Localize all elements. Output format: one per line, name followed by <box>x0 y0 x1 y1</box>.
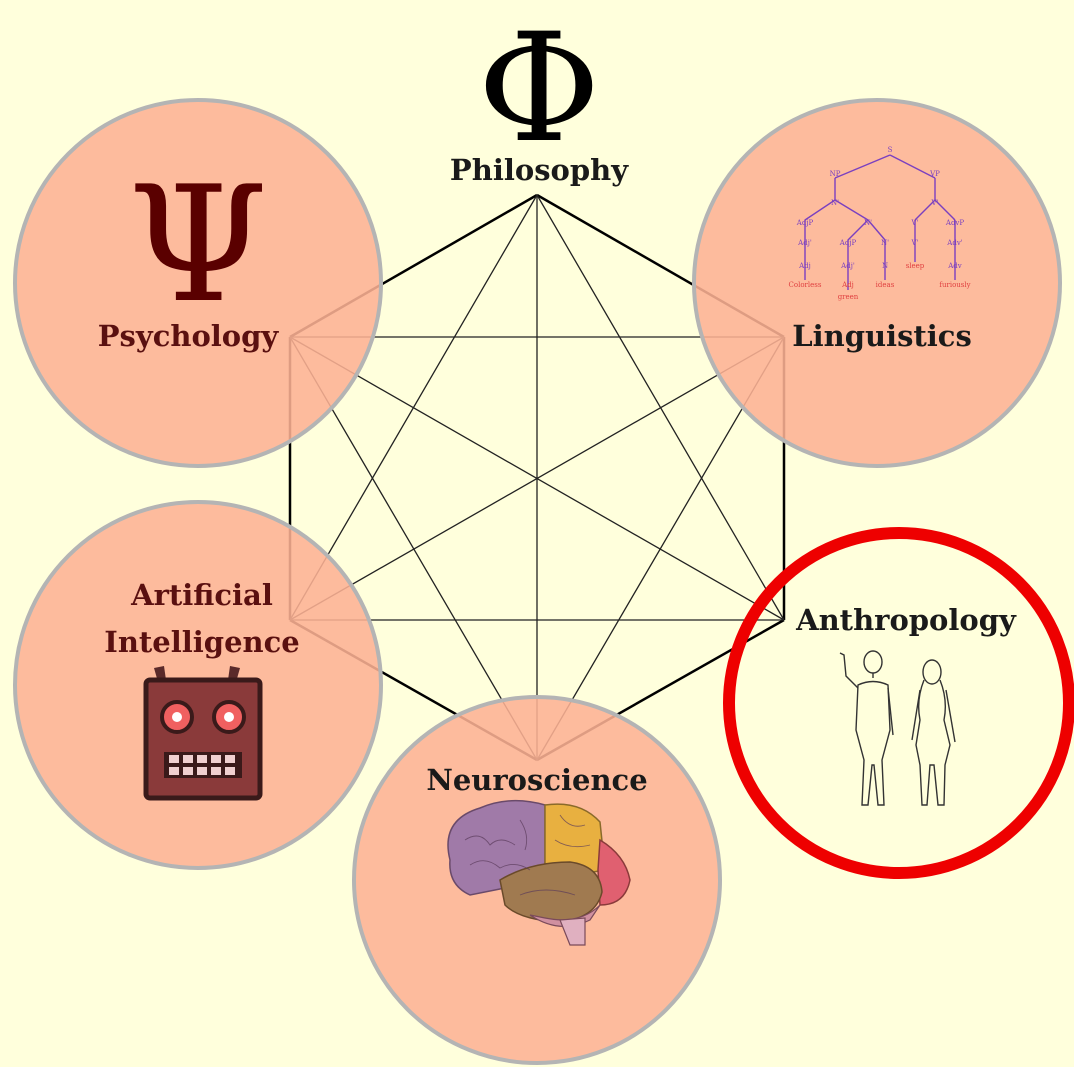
svg-text:furiously: furiously <box>939 281 970 289</box>
svg-text:V': V' <box>911 239 919 247</box>
human-figures-icon <box>839 650 956 806</box>
highlight-ring <box>723 527 1074 879</box>
svg-text:N': N' <box>831 199 839 207</box>
svg-text:V': V' <box>931 199 939 207</box>
linguistics-node: S NP VP N' V' AdjP N' V' AdvP Adj' AdjP N' V' A… <box>789 146 972 353</box>
svg-text:Adj: Adj <box>798 262 811 270</box>
svg-text:Adv: Adv <box>947 262 962 270</box>
ai-label-line2: Intelligence <box>104 625 299 659</box>
linguistics-circle <box>692 98 1062 468</box>
svg-text:AdjP: AdjP <box>796 219 814 227</box>
svg-text:V': V' <box>911 219 919 227</box>
svg-text:VP: VP <box>929 170 940 178</box>
anthropology-node: Anthropology <box>723 527 1074 879</box>
diagonal-line <box>289 336 785 621</box>
anthropology-label: Anthropology <box>795 603 1017 637</box>
neuroscience-node: Neuroscience <box>426 763 648 946</box>
svg-text:Colorless: Colorless <box>789 281 822 289</box>
psychology-node: Ψ Psychology <box>98 151 280 353</box>
svg-text:Adj': Adj' <box>840 262 855 270</box>
philosophy-node: Φ Philosophy <box>450 2 629 187</box>
psychology-circle <box>13 98 383 468</box>
robot-icon <box>143 666 263 801</box>
svg-text:NP: NP <box>830 170 841 178</box>
ai-node: Artificial Intelligence <box>104 578 300 801</box>
syntax-tree-words: Colorless Adj ideas furiously green <box>789 281 971 301</box>
svg-text:sleep: sleep <box>906 262 925 270</box>
svg-text:ideas: ideas <box>876 281 895 289</box>
neuroscience-label: Neuroscience <box>426 763 647 797</box>
syntax-tree-icon <box>804 154 956 290</box>
philosophy-label: Philosophy <box>450 153 629 187</box>
phi-icon: Φ <box>478 2 601 176</box>
brain-icon <box>447 799 631 946</box>
psychology-label: Psychology <box>98 319 280 353</box>
svg-text:N': N' <box>864 219 872 227</box>
psi-icon: Ψ <box>128 151 268 338</box>
svg-text:AdvP: AdvP <box>945 219 964 227</box>
ai-label-line1: Artificial <box>130 578 273 612</box>
svg-text:Adj: Adj <box>841 281 854 289</box>
svg-text:S: S <box>888 146 893 154</box>
svg-text:N: N <box>882 262 888 270</box>
svg-text:Adj': Adj' <box>797 239 812 247</box>
syntax-tree-labels: S NP VP N' V' AdjP N' V' AdvP Adj' AdjP N' V' A… <box>796 146 965 270</box>
linguistics-label: Linguistics <box>792 319 972 353</box>
svg-text:AdjP: AdjP <box>839 239 857 247</box>
svg-text:N': N' <box>881 239 889 247</box>
svg-text:green: green <box>838 293 859 301</box>
svg-text:Adv': Adv' <box>946 239 962 247</box>
